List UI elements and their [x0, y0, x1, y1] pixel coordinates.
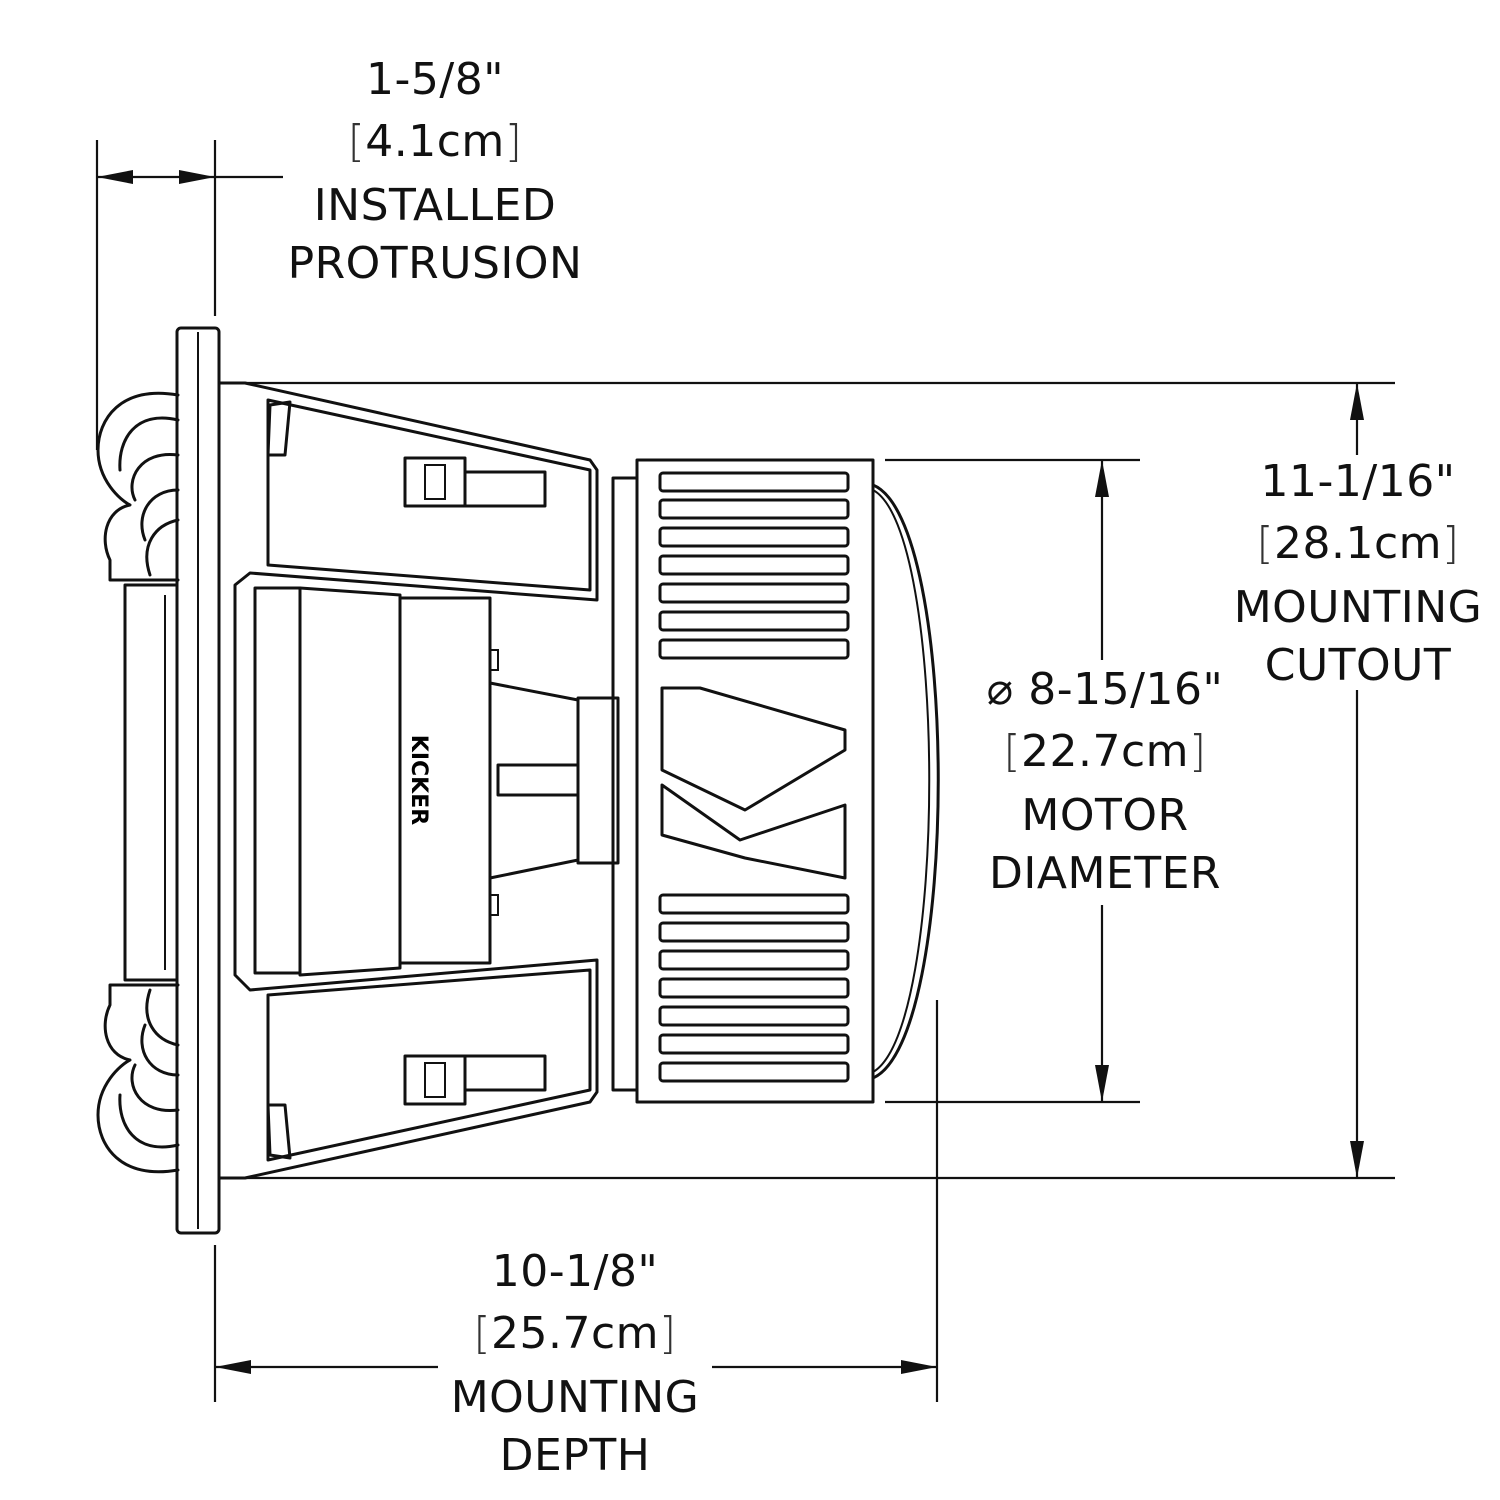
brand-text: KICKER — [406, 735, 431, 825]
protrusion-label: 1-5/8" [4.1cm] INSTALLED PROTRUSION — [280, 58, 590, 286]
cutout-label: 11-1/16" [28.1cm] MOUNTING CUTOUT — [1218, 460, 1498, 688]
protrusion-imperial: 1-5/8" — [366, 54, 504, 105]
depth-label: 10-1/8" [25.7cm] MOUNTING DEPTH — [430, 1250, 720, 1478]
motor-label-line2: DIAMETER — [989, 848, 1221, 899]
surround — [96, 391, 180, 1174]
depth-label-line1: MOUNTING — [450, 1372, 700, 1423]
depth-dimension — [213, 1000, 939, 1402]
motor-dimension — [885, 458, 1140, 1104]
cutout-dimension — [222, 381, 1395, 1180]
protrusion-metric: 4.1cm — [365, 116, 505, 167]
motor-label: ⌀ 8-15/16" [22.7cm] MOTOR DIAMETER — [970, 668, 1240, 896]
mounting-flange — [175, 326, 221, 1235]
diameter-symbol: ⌀ — [986, 664, 1014, 715]
motor — [576, 458, 940, 1104]
depth-imperial: 10-1/8" — [491, 1246, 659, 1297]
motor-label-line1: MOTOR — [1021, 790, 1189, 841]
depth-label-line2: DEPTH — [499, 1430, 651, 1481]
basket — [218, 381, 599, 1180]
cooling-fins — [658, 471, 850, 1083]
motor-metric: 22.7cm — [1020, 726, 1190, 777]
protrusion-label-line1: INSTALLED — [313, 180, 557, 231]
kicker-logo-icon — [660, 686, 847, 880]
cutout-imperial: 11-1/16" — [1260, 456, 1456, 507]
cutout-label-line1: MOUNTING — [1233, 582, 1483, 633]
svg-text:KICKER: KICKER — [406, 735, 431, 825]
protrusion-label-line2: PROTRUSION — [287, 238, 583, 289]
cutout-metric: 28.1cm — [1273, 518, 1443, 569]
motor-imperial: 8-15/16" — [1028, 664, 1224, 715]
cutout-label-line2: CUTOUT — [1264, 640, 1452, 691]
protrusion-dimension — [95, 140, 283, 450]
depth-metric: 25.7cm — [490, 1308, 660, 1359]
cone-assembly — [253, 586, 580, 977]
